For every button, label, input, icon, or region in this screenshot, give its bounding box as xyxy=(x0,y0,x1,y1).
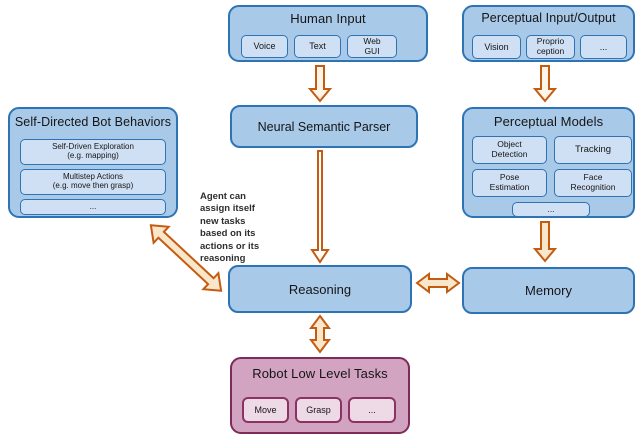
chip-proprioception: Proprio ception xyxy=(526,35,575,59)
chip-robot-more-label: ... xyxy=(368,404,376,415)
node-perceptual-io: Perceptual Input/Output Vision Proprio c… xyxy=(462,5,635,62)
chip-grasp-label: Grasp xyxy=(306,404,331,415)
chip-self-directed-more: ... xyxy=(20,199,166,215)
chip-grasp: Grasp xyxy=(295,397,342,423)
self-assign-annotation: Agent can assign itself new tasks based … xyxy=(200,191,274,265)
chip-object-detection: Object Detection xyxy=(472,136,547,164)
chip-web-gui: Web GUI xyxy=(347,35,397,58)
chip-voice-label: Voice xyxy=(253,41,276,52)
node-human-input-title: Human Input xyxy=(290,11,366,26)
arrow-self-directed-reasoning-bidirectional-icon xyxy=(149,224,223,292)
node-perceptual-io-title: Perceptual Input/Output xyxy=(481,11,616,25)
node-memory: Memory xyxy=(462,267,635,314)
annotation-line: actions or its xyxy=(200,240,260,252)
chip-multistep-actions: Multistep Actions (e.g. move then grasp) xyxy=(20,169,166,195)
chip-face-recognition: Face Recognition xyxy=(554,169,632,197)
chip-perceptual-io-more-label: ... xyxy=(599,41,608,52)
arrow-reasoning-memory-bidirectional-icon xyxy=(415,272,461,294)
chip-self-driven-line1: Self-Driven Exploration xyxy=(52,142,134,152)
annotation-line: reasoning xyxy=(200,253,246,265)
annotation-line: new tasks xyxy=(200,215,246,227)
chip-face-recognition-line1: Face xyxy=(583,172,603,183)
chip-tracking: Tracking xyxy=(554,136,632,164)
chip-move: Move xyxy=(242,397,289,423)
chip-perceptual-io-more: ... xyxy=(580,35,627,59)
chip-move-label: Move xyxy=(254,404,277,415)
node-robot-title: Robot Low Level Tasks xyxy=(252,366,388,381)
arrow-reasoning-robot-bidirectional-icon xyxy=(309,314,331,354)
chip-robot-more: ... xyxy=(348,397,396,423)
chip-pose-estimation-line1: Pose xyxy=(499,172,520,183)
chip-multistep-line2: (e.g. move then grasp) xyxy=(52,181,134,190)
node-neural-semantic-parser-title: Neural Semantic Parser xyxy=(257,119,391,134)
chip-web-gui-line2: GUI xyxy=(364,45,380,56)
chip-face-recognition-line2: Recognition xyxy=(570,182,616,192)
node-self-directed: Self-Directed Bot Behaviors Self-Driven … xyxy=(8,107,178,218)
chip-perceptual-models-more-label: ... xyxy=(547,203,555,214)
arrow-parser-to-reasoning-icon xyxy=(310,150,330,264)
annotation-line: based on its xyxy=(200,228,256,240)
chip-text: Text xyxy=(294,35,341,58)
annotation-line: Agent can xyxy=(200,191,246,202)
chip-multistep-line1: Multistep Actions xyxy=(62,172,124,182)
node-perceptual-models: Perceptual Models Object Detection Track… xyxy=(462,107,635,218)
arrow-perceptual-io-to-models-icon xyxy=(532,65,558,103)
chip-pose-estimation-line2: Estimation xyxy=(489,182,530,192)
annotation-line: assign itself xyxy=(200,203,255,215)
chip-proprioception-line2: ception xyxy=(536,46,565,56)
chip-self-directed-more-label: ... xyxy=(89,201,97,211)
node-human-input: Human Input Voice Text Web GUI xyxy=(228,5,428,62)
chip-self-driven-line2: (e.g. mapping) xyxy=(67,151,119,160)
chip-proprioception-line1: Proprio xyxy=(536,36,565,47)
node-perceptual-models-title: Perceptual Models xyxy=(493,114,604,129)
chip-self-driven-exploration: Self-Driven Exploration (e.g. mapping) xyxy=(20,139,166,165)
node-robot-low-level-tasks: Robot Low Level Tasks Move Grasp ... xyxy=(230,357,410,434)
node-reasoning-title: Reasoning xyxy=(288,281,352,297)
chip-pose-estimation: Pose Estimation xyxy=(472,169,547,197)
chip-vision: Vision xyxy=(472,35,521,59)
chip-web-gui-line1: Web xyxy=(363,35,381,46)
chip-perceptual-models-more: ... xyxy=(512,202,590,217)
node-neural-semantic-parser: Neural Semantic Parser xyxy=(230,105,418,148)
chip-object-detection-line1: Object xyxy=(497,139,522,150)
arrow-models-to-memory-icon xyxy=(532,221,558,263)
chip-vision-label: Vision xyxy=(484,41,509,52)
arrow-human-input-to-parser-icon xyxy=(307,65,333,103)
node-memory-title: Memory xyxy=(525,283,572,298)
chip-voice: Voice xyxy=(241,35,288,58)
node-reasoning: Reasoning xyxy=(228,265,412,313)
chip-object-detection-line2: Detection xyxy=(491,149,528,159)
node-self-directed-title: Self-Directed Bot Behaviors xyxy=(14,115,172,129)
chip-text-label: Text xyxy=(309,41,326,52)
chip-tracking-label: Tracking xyxy=(574,143,612,155)
